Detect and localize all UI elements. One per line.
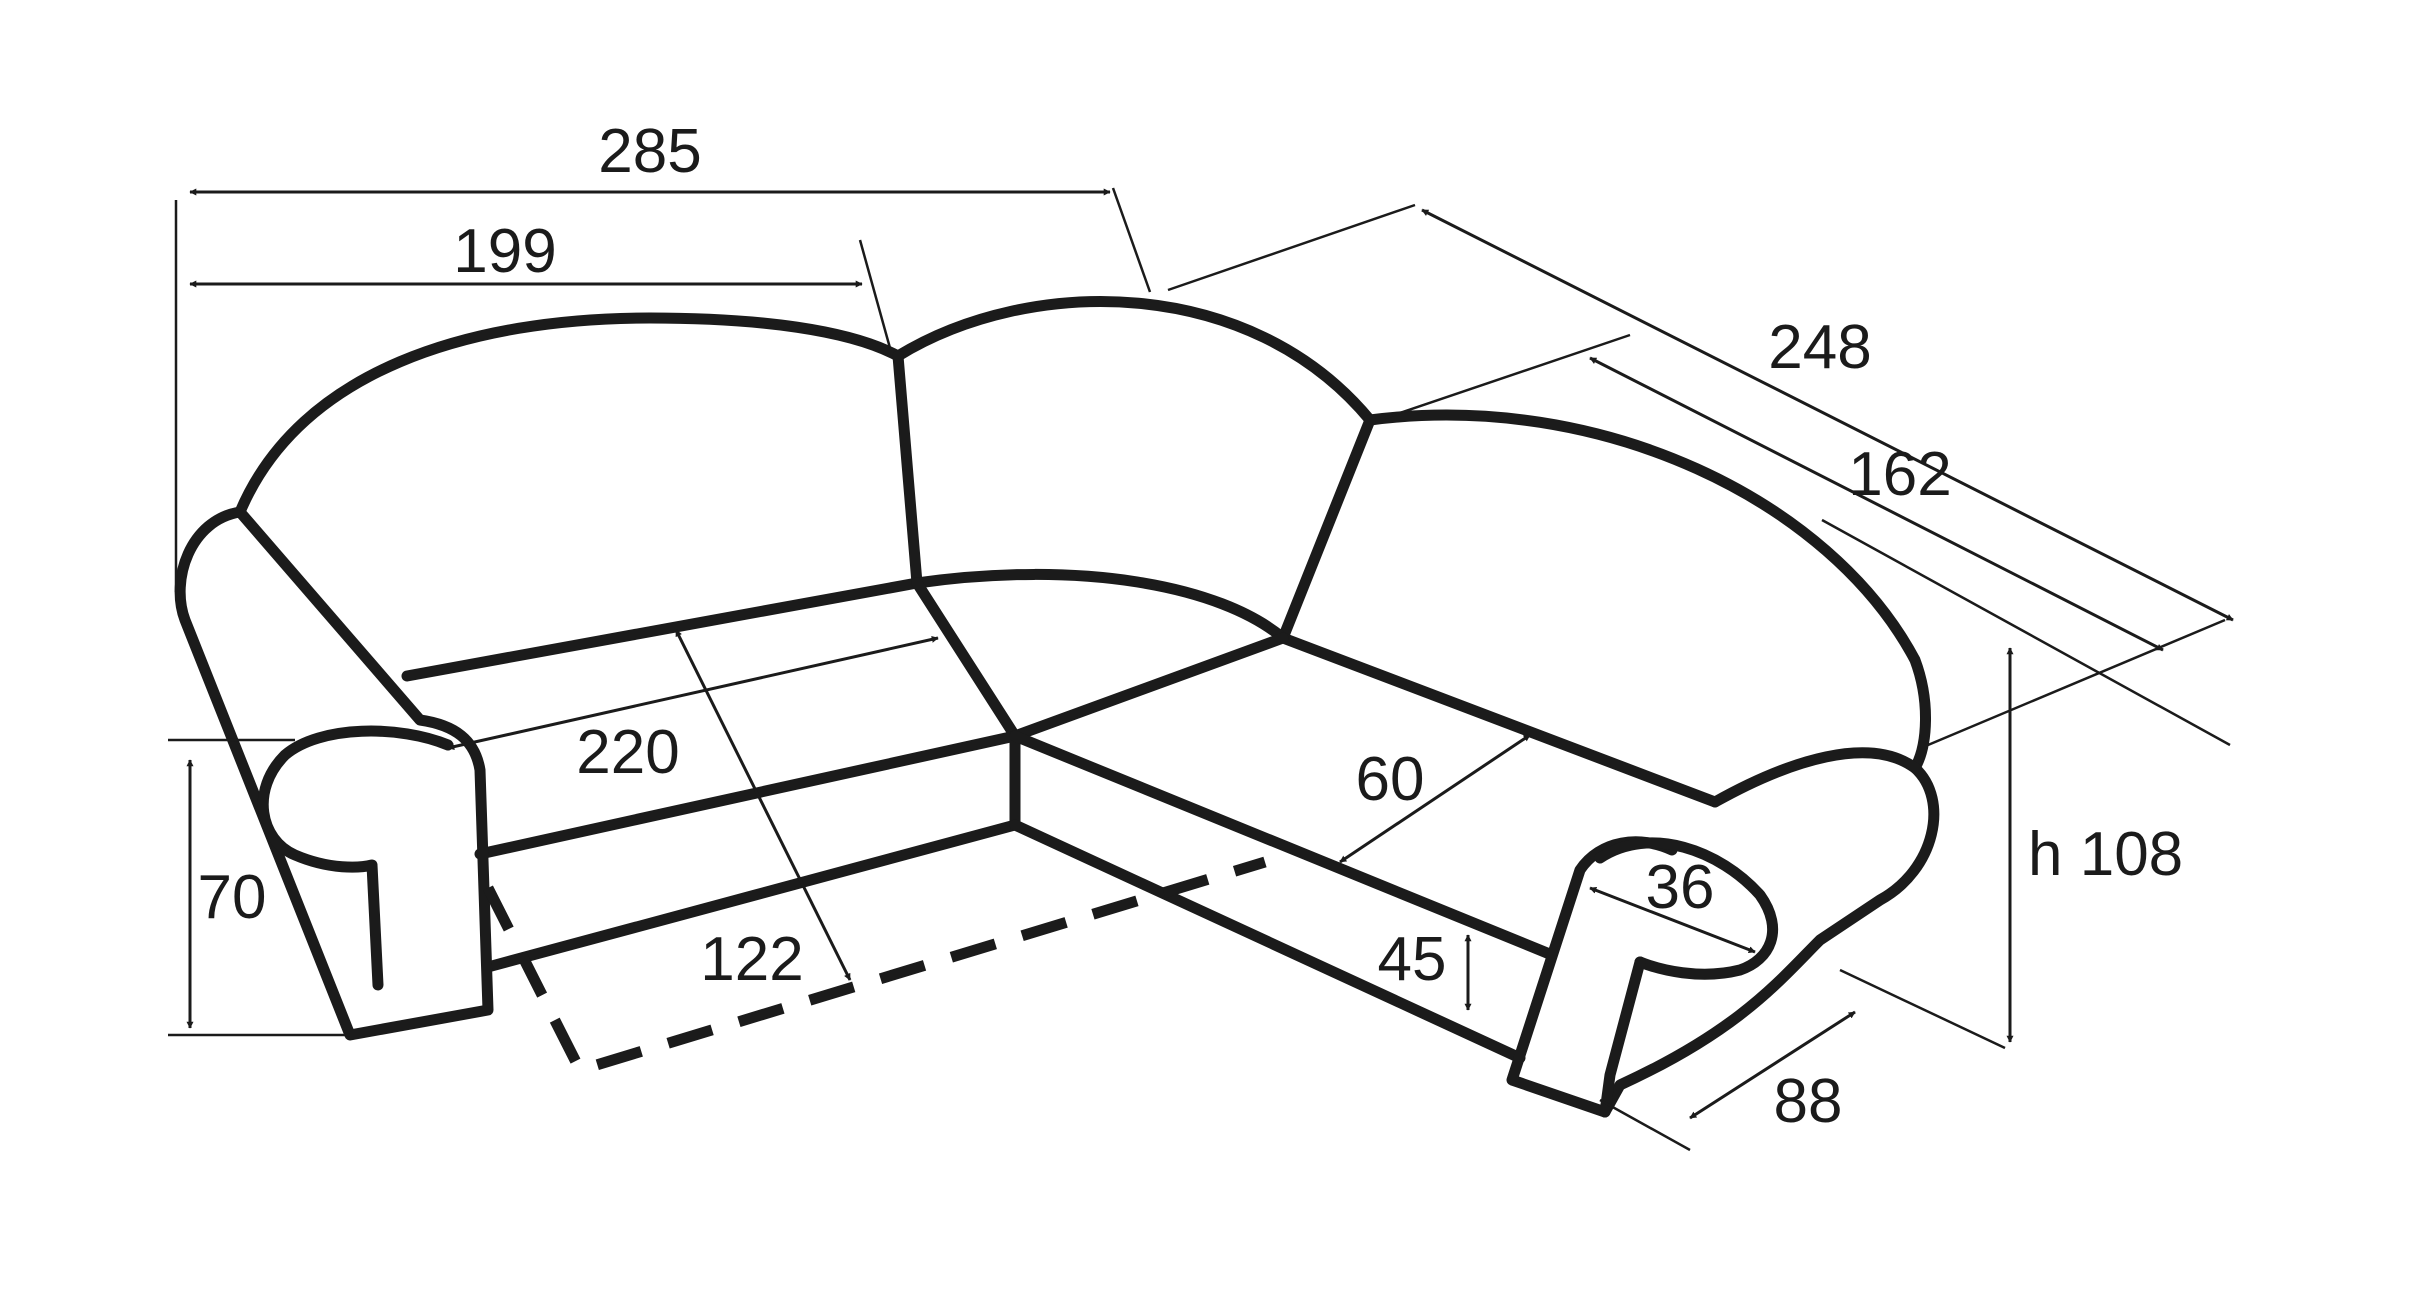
label-armrest-height: 70: [198, 863, 267, 932]
right-armrest-front: [1599, 956, 1646, 1118]
sofa-outline: [174, 296, 1940, 1118]
dim-line-88: [1689, 1010, 1856, 1120]
label-seat-width: 199: [453, 217, 556, 286]
left-backrest: [234, 312, 904, 518]
label-seat-height: 45: [1378, 925, 1447, 994]
label-side-depth: 162: [1848, 440, 1951, 509]
dimension-lines: [186, 188, 2234, 1120]
backrest-divider-right: [1277, 414, 1376, 644]
label-total-width: 285: [598, 117, 701, 186]
corner-seat-back-edge: [911, 568, 1289, 644]
right-seat-front-edge: [1009, 730, 1558, 961]
label-armrest-width: 36: [1646, 853, 1715, 922]
dim-line-162: [1589, 356, 2164, 652]
left-armrest-roll: [257, 725, 454, 991]
label-berth-width: 122: [700, 925, 803, 994]
corner-seat-fold: [911, 577, 1021, 742]
right-base-bottom: [1009, 819, 1526, 1064]
left-seat-back-edge: [401, 577, 923, 682]
right-armrest-roll: [1594, 837, 1779, 980]
backrest-divider-left: [892, 350, 923, 589]
label-depth: 88: [1774, 1067, 1843, 1136]
dim-line-36: [1589, 886, 1756, 954]
corner-backrest: [892, 296, 1376, 426]
label-total-height: h 108: [2028, 820, 2183, 889]
label-seat-depth: 60: [1356, 745, 1425, 814]
dim-line-60: [1339, 733, 1531, 864]
right-backrest: [1364, 409, 1931, 774]
right-seat-inner-edge: [1009, 632, 1289, 742]
dim-line-122: [674, 629, 852, 981]
left-armrest: [174, 506, 494, 1041]
label-total-depth: 248: [1768, 313, 1871, 382]
pullout-berth-outline: [483, 856, 1267, 1077]
right-seat-back-edge: [1277, 632, 1721, 808]
right-armrest: [1506, 747, 1940, 1118]
dimension-labels: 285 199 248 162 220 122 60 45 36 70 88 h…: [198, 117, 2184, 1136]
left-seat-front-edge: [474, 730, 1021, 860]
label-berth-length: 220: [576, 718, 679, 787]
